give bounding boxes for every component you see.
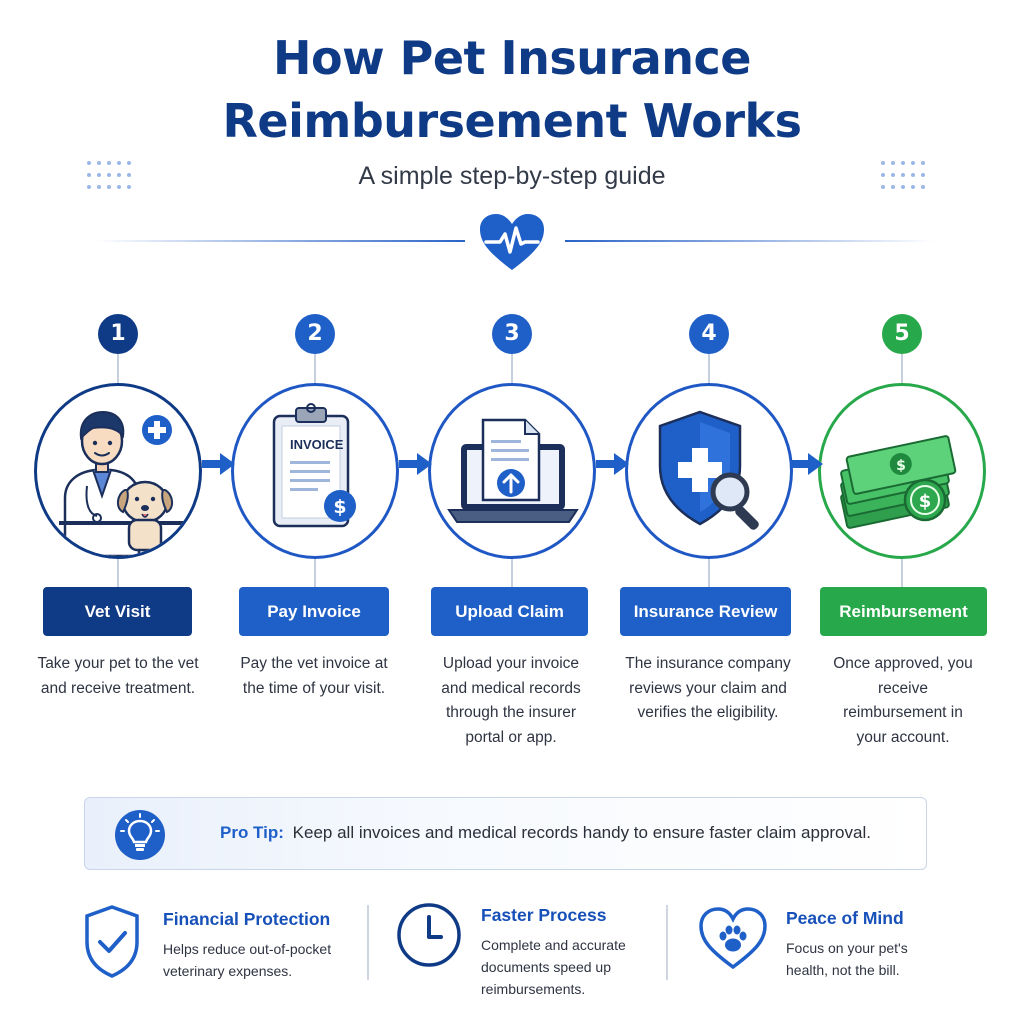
pro-tip-message: Keep all invoices and medical records ha… [292,823,871,842]
step-1-circle [34,383,202,559]
step-4-connector-top [708,354,710,383]
vet-with-dog-icon [59,410,194,556]
svg-text:$: $ [896,458,906,474]
arrow-step-3-to-4 [596,453,629,475]
header-divider-left [95,240,465,242]
pro-tip-label: Pro Tip: [220,823,284,842]
benefit-2-title: Faster Process [481,905,607,925]
shield-check-icon [85,905,139,978]
arrow-step-2-to-3 [399,453,432,475]
step-5-circle: $ $ [818,383,986,559]
step-2-connector-top [314,354,316,383]
step-1-number-badge: 1 [98,314,138,354]
page-title-line-2: Reimbursement Works [222,94,803,148]
benefit-separator-2 [666,905,668,980]
step-4-connector-bottom [708,559,710,587]
decorative-dots-right [881,161,925,189]
step-1-connector-top [117,354,119,383]
pro-tip-banner: Pro Tip: Keep all invoices and medical r… [84,797,927,870]
step-5-connector-top [901,354,903,383]
step-4-circle [625,383,793,559]
benefit-3-text: Focus on your pet's health, not the bill… [786,940,908,978]
step-2-connector-bottom [314,559,316,587]
benefit-separator-1 [367,905,369,980]
invoice-icon-text: INVOICE [290,437,344,452]
heartbeat-heart-icon [480,214,544,270]
arrow-step-1-to-2 [202,453,235,475]
shield-magnifier-icon [658,410,759,530]
step-5-description: Once approved, you receive reimbursement… [833,655,973,746]
step-3-description: Upload your invoice and medical records … [441,655,581,746]
step-4-label: Insurance Review [620,587,791,636]
clock-icon [397,903,461,967]
step-4-description: The insurance company reviews your claim… [625,655,791,721]
benefit-2-text: Complete and accurate documents speed up… [481,937,626,997]
step-5-connector-bottom [901,559,903,587]
step-2-label: Pay Invoice [239,587,389,636]
arrow-step-4-to-5 [790,453,823,475]
header-divider-right [565,240,935,242]
decorative-dots-left [87,161,131,189]
benefit-3-title: Peace of Mind [786,908,904,928]
step-5-number-badge: 5 [882,314,922,354]
step-1-connector-bottom [117,559,119,587]
invoice-clipboard-icon: INVOICE $ [272,403,356,528]
page-subtitle: A simple step-by-step guide [358,162,666,190]
step-3-connector-bottom [511,559,513,587]
step-3-circle [428,383,596,559]
step-4-number-badge: 4 [689,314,729,354]
step-3-connector-top [511,354,513,383]
lightbulb-icon [115,810,165,860]
step-5-label: Reimbursement [820,587,987,636]
step-2-number-badge: 2 [295,314,335,354]
money-stack-icon: $ $ [840,435,957,529]
svg-text:$: $ [333,496,346,518]
step-3-number-badge: 3 [492,314,532,354]
step-3-label: Upload Claim [431,587,588,636]
heart-paw-icon [699,907,767,970]
step-2-description: Pay the vet invoice at the time of your … [240,655,388,697]
benefit-1-text: Helps reduce out-of-pocket veterinary ex… [163,941,332,979]
svg-text:$: $ [919,491,932,512]
step-2-circle: INVOICE $ [231,383,399,559]
step-1-label: Vet Visit [43,587,192,636]
pro-tip-text-row: Pro Tip: Keep all invoices and medical r… [220,823,871,843]
page-title-line-1: How Pet Insurance [273,31,751,85]
benefit-1-title: Financial Protection [163,909,331,929]
step-1-description: Take your pet to the vet and receive tre… [37,655,199,697]
laptop-upload-icon [447,418,579,523]
